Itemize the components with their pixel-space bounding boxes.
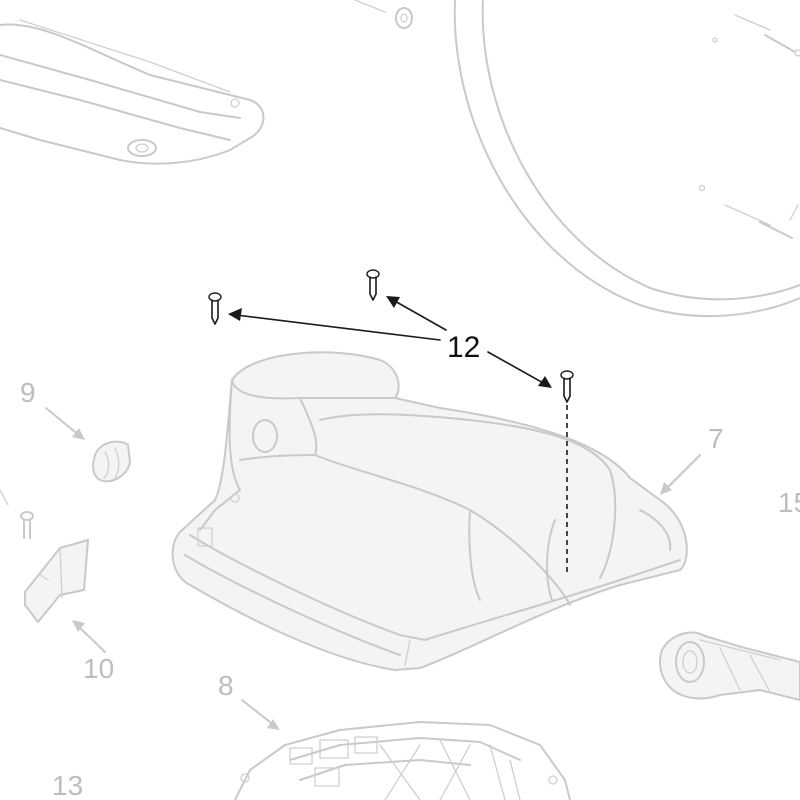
screw-12-middle <box>366 269 380 301</box>
wedge-part-10 <box>24 539 89 623</box>
bracket-part-8 <box>234 721 571 800</box>
callout-label-10: 10 <box>83 653 114 684</box>
callout-label-8: 8 <box>218 670 234 701</box>
callout-label-12: 12 <box>447 331 480 364</box>
satellite-dish-part <box>453 0 800 318</box>
top-left-arm-part <box>0 19 265 165</box>
cover-part-7 <box>171 351 688 671</box>
right-lever-part <box>659 631 800 701</box>
faint-leaders <box>45 407 701 730</box>
callout-label-9: 9 <box>20 377 36 408</box>
screw-12-left <box>208 292 222 325</box>
clip-part-9 <box>92 440 131 483</box>
callout-label-15: 15 <box>778 487 800 518</box>
small-screw-left <box>0 489 34 539</box>
callout-12-leaders <box>228 296 552 388</box>
screw-12-right <box>560 370 574 572</box>
callout-label-7: 7 <box>708 423 724 454</box>
top-washer-part <box>354 0 413 29</box>
callout-label-13: 13 <box>52 770 83 800</box>
